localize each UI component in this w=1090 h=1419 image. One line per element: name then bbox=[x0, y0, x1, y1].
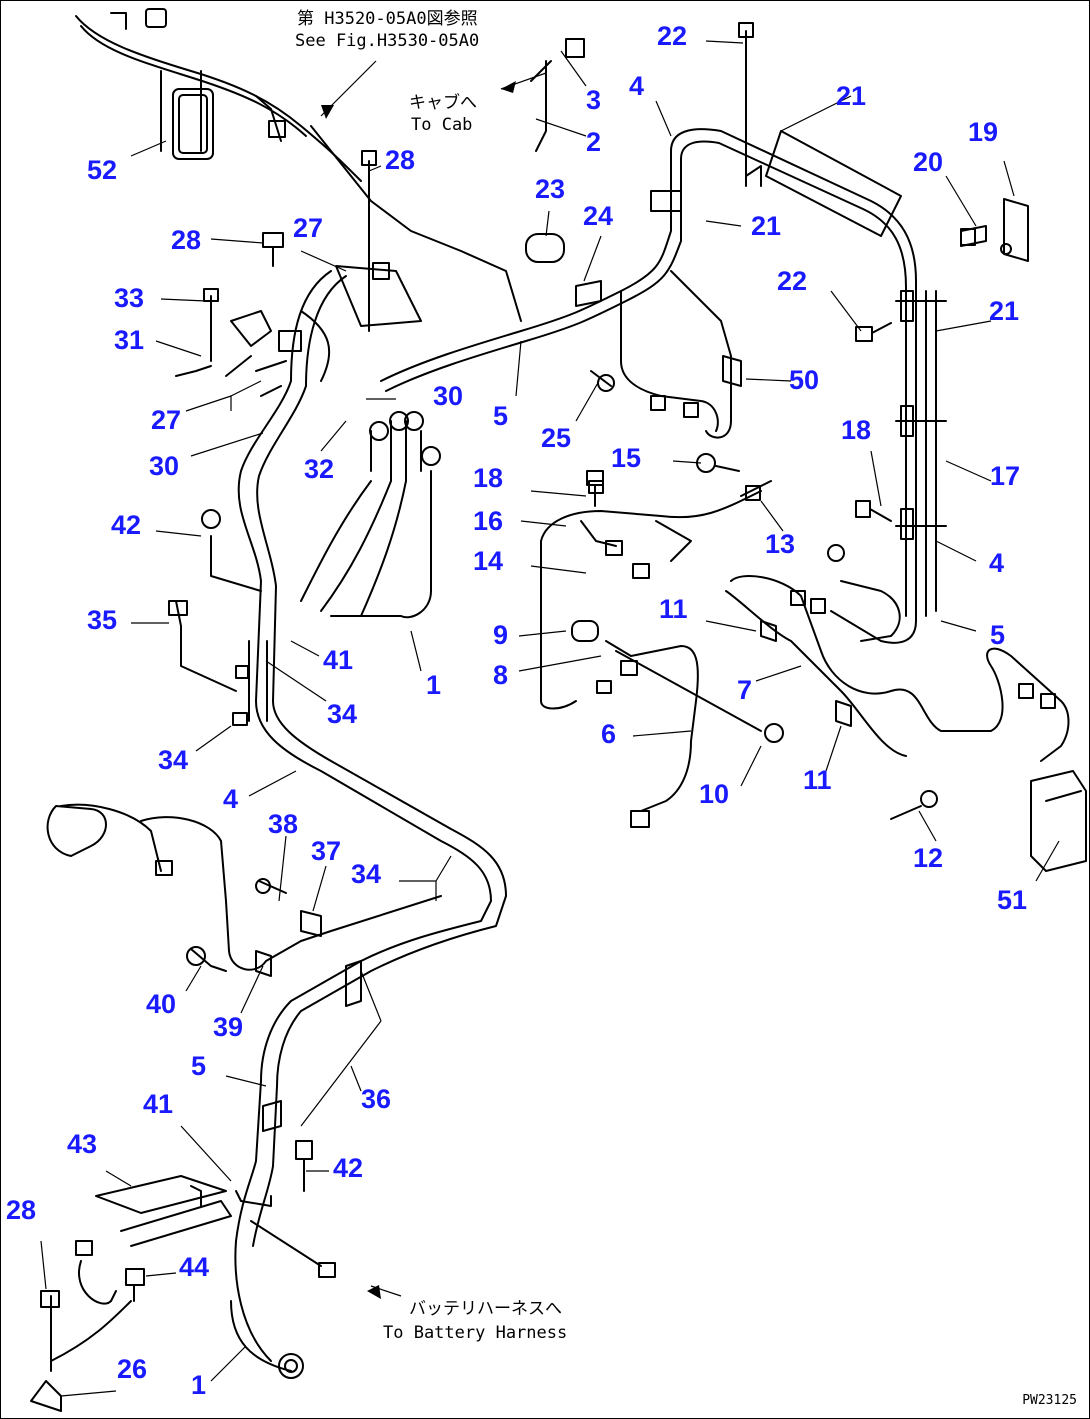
callout-label: 11 bbox=[659, 594, 688, 624]
callout-label: 4 bbox=[629, 71, 645, 101]
callout-label: 18 bbox=[841, 415, 872, 445]
callout-label: 1 bbox=[191, 1370, 207, 1400]
callout-label: 28 bbox=[171, 225, 202, 255]
callout-label: 5 bbox=[191, 1051, 207, 1081]
callout-label: 8 bbox=[493, 660, 509, 690]
callout-label: 12 bbox=[913, 843, 944, 873]
callout-label: 34 bbox=[327, 699, 358, 729]
callout-label: 4 bbox=[223, 784, 239, 814]
figure-reference-note-jp: 第 H3520-05A0図参照 bbox=[297, 9, 478, 29]
callout-label: 22 bbox=[657, 21, 688, 51]
callout-label: 7 bbox=[737, 675, 753, 705]
callout-label: 20 bbox=[913, 147, 944, 177]
callout-label: 42 bbox=[333, 1153, 364, 1183]
callout-label: 15 bbox=[611, 443, 642, 473]
callout-label: 5 bbox=[493, 401, 509, 431]
callout-label: 22 bbox=[777, 266, 808, 296]
callout-label: 21 bbox=[836, 81, 867, 111]
callout-label: 21 bbox=[989, 296, 1020, 326]
to-battery-note-en: To Battery Harness bbox=[383, 1323, 568, 1343]
callout-label: 39 bbox=[213, 1012, 244, 1042]
callout-label: 14 bbox=[473, 546, 504, 576]
callout-label: 27 bbox=[151, 405, 182, 435]
to-cab-note-jp: キャブへ bbox=[409, 93, 477, 113]
callout-label: 27 bbox=[293, 213, 324, 243]
callout-label: 37 bbox=[311, 836, 342, 866]
callout-label: 1 bbox=[426, 670, 442, 700]
callout-label: 3 bbox=[586, 85, 602, 115]
callout-label: 41 bbox=[143, 1089, 174, 1119]
callout-label: 44 bbox=[179, 1252, 210, 1282]
to-cab-note-en: To Cab bbox=[411, 115, 473, 135]
callout-label: 6 bbox=[601, 719, 617, 749]
callout-label: 2 bbox=[586, 127, 602, 157]
callout-label: 38 bbox=[268, 809, 299, 839]
callout-label: 33 bbox=[114, 283, 145, 313]
callout-label: 9 bbox=[493, 620, 509, 650]
callout-label: 21 bbox=[751, 211, 782, 241]
callout-label: 23 bbox=[535, 174, 566, 204]
callout-label: 17 bbox=[990, 461, 1021, 491]
callout-label: 18 bbox=[473, 463, 504, 493]
callout-label: 52 bbox=[87, 155, 118, 185]
callout-label: 25 bbox=[541, 423, 572, 453]
callout-label: 34 bbox=[351, 859, 382, 889]
callout-label: 50 bbox=[789, 365, 820, 395]
callout-label: 30 bbox=[149, 451, 180, 481]
callout-label: 42 bbox=[111, 510, 142, 540]
drawing-code: PW23125 bbox=[1022, 1393, 1077, 1408]
callout-label: 26 bbox=[117, 1354, 148, 1384]
callout-label: 51 bbox=[997, 885, 1028, 915]
figure-reference-note-en: See Fig.H3530-05A0 bbox=[295, 31, 480, 51]
callout-label: 24 bbox=[583, 201, 614, 231]
callout-label: 4 bbox=[989, 548, 1005, 578]
callout-label: 11 bbox=[803, 765, 832, 795]
callout-label: 28 bbox=[385, 145, 416, 175]
callout-label: 40 bbox=[146, 989, 177, 1019]
callout-label: 19 bbox=[968, 117, 999, 147]
callout-label: 36 bbox=[361, 1084, 392, 1114]
callout-label: 41 bbox=[323, 645, 354, 675]
callout-label: 32 bbox=[304, 454, 335, 484]
callout-label: 34 bbox=[158, 745, 189, 775]
callout-label: 31 bbox=[114, 325, 145, 355]
callout-label: 13 bbox=[765, 529, 796, 559]
to-battery-note-jp: バッテリハーネスへ bbox=[409, 1299, 562, 1319]
callout-label: 10 bbox=[699, 779, 730, 809]
callout-label: 35 bbox=[87, 605, 118, 635]
callout-label: 16 bbox=[473, 506, 504, 536]
callout-label: 30 bbox=[433, 381, 464, 411]
callout-label: 5 bbox=[990, 620, 1006, 650]
callout-label: 43 bbox=[67, 1129, 98, 1159]
callout-label: 28 bbox=[6, 1195, 37, 1225]
